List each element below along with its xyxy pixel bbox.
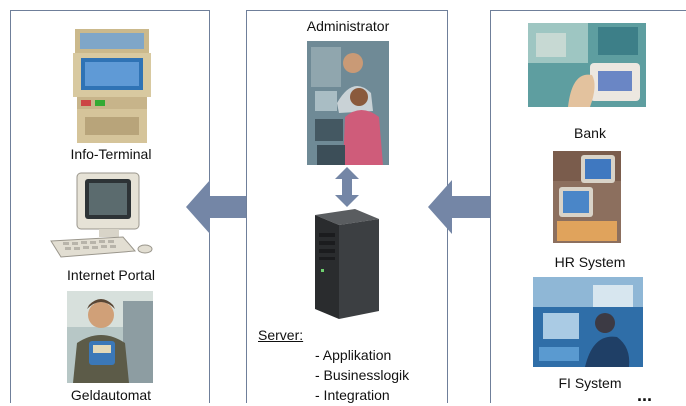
administrator-label: Administrator: [306, 18, 390, 34]
server-tower-icon: [315, 209, 379, 319]
server-title: Server:: [258, 327, 304, 343]
administrator-photo-icon: [307, 41, 389, 165]
server-item-integration: - Integration: [315, 387, 390, 403]
fi-system-label: FI System: [558, 375, 622, 391]
internet-portal-label: Internet Portal: [67, 267, 155, 283]
center-panel: Administrator Server: - Applikation - Bu…: [246, 10, 448, 403]
hr-system-photo-icon: [553, 151, 621, 243]
more-ellipsis: ...: [637, 385, 653, 405]
left-panel: Info-Terminal Internet Portal Geldautoma…: [10, 10, 210, 403]
bank-card-photo-icon: [528, 23, 646, 107]
fi-system-photo-icon: [533, 277, 643, 367]
bank-label: Bank: [574, 125, 606, 141]
server-item-businesslogik: - Businesslogik: [315, 367, 410, 383]
server-item-applikation: - Applikation: [315, 347, 392, 363]
info-terminal-kiosk-icon: [73, 29, 151, 143]
geldautomat-label: Geldautomat: [70, 387, 152, 403]
desktop-computer-icon: [50, 172, 153, 258]
atm-user-photo-icon: [67, 291, 153, 383]
right-panel: Bank HR System FI System ...: [490, 10, 686, 405]
info-terminal-label: Info-Terminal: [70, 146, 152, 162]
double-arrow-vertical-icon: [335, 167, 359, 207]
hr-system-label: HR System: [554, 254, 626, 270]
